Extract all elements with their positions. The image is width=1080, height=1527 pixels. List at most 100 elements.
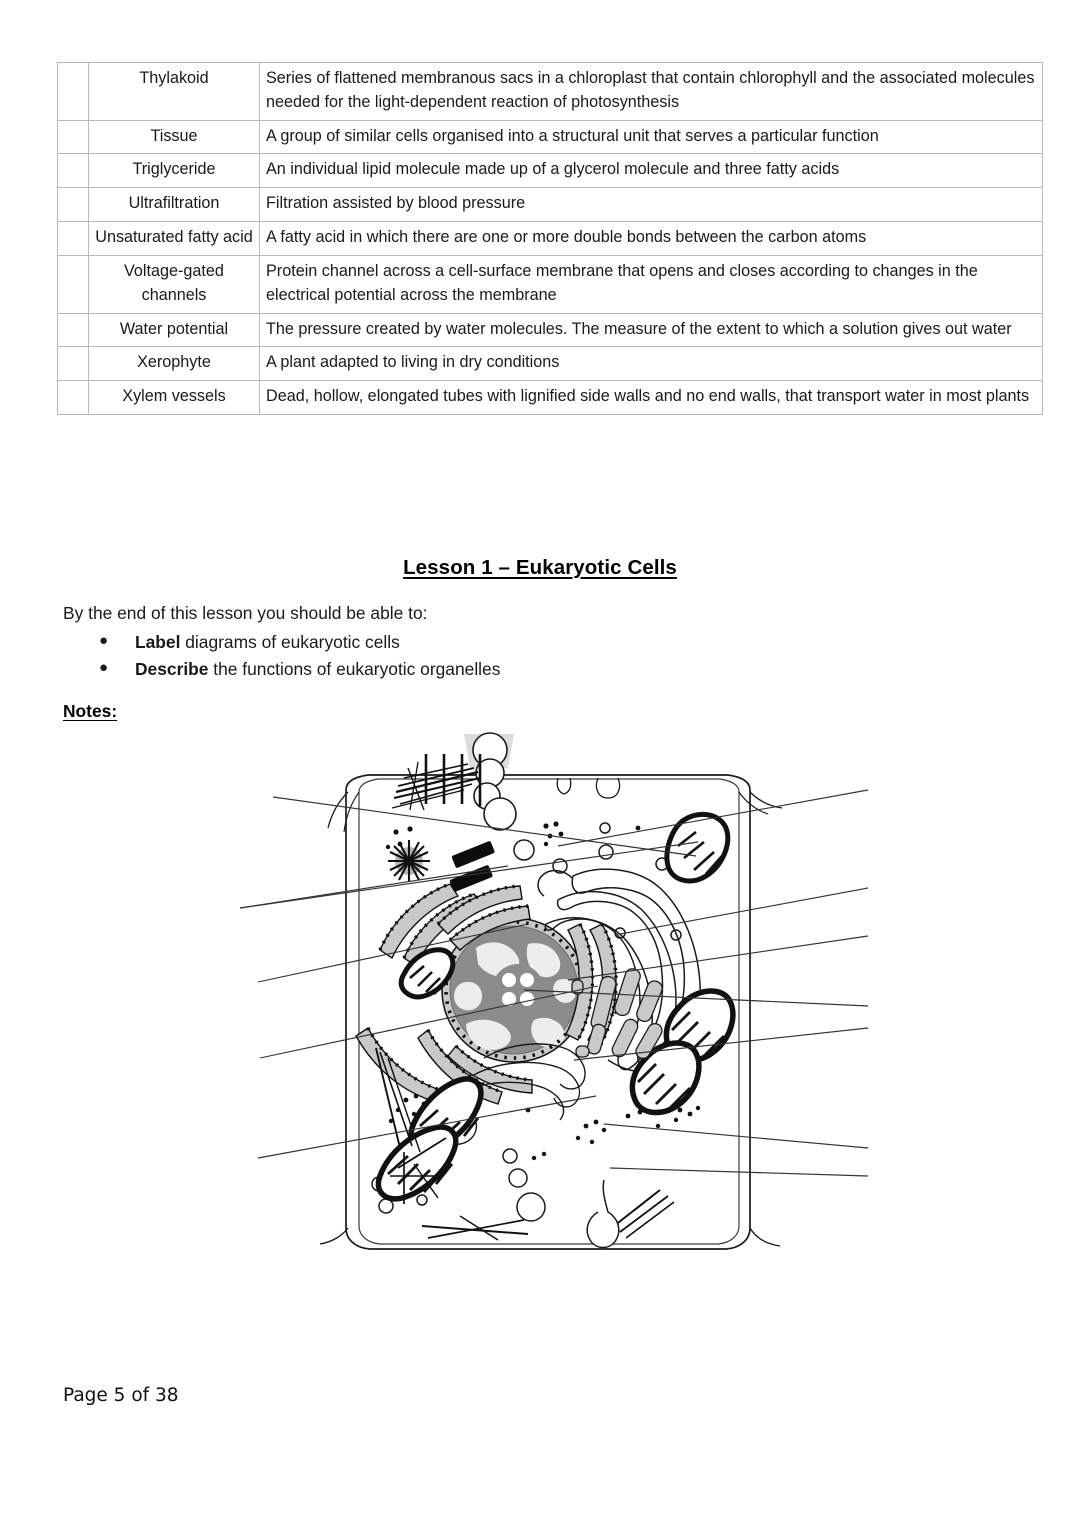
glossary-row-gutter (57, 153, 89, 189)
granule-stack-group (571, 968, 663, 1060)
membrane-fold-left-top (327, 791, 349, 829)
cell-surface-membrane-inner (358, 778, 740, 1245)
glossary-term: Thylakoid (88, 62, 260, 121)
glossary-term: Triglyceride (88, 153, 260, 189)
cytoskeleton-filaments (375, 1047, 675, 1241)
vesicle-1 (513, 839, 535, 861)
glossary-term: Water potential (88, 312, 260, 348)
page-footer: Page 5 of 38 (63, 1385, 179, 1406)
objective-verb: Describe (135, 658, 209, 679)
rer-cisterna-4 (448, 905, 531, 951)
objectives-intro: By the end of this lesson you should be … (63, 603, 428, 623)
vesicle-10 (516, 1192, 546, 1222)
golgi-cisterna-2 (471, 1061, 581, 1108)
chromatin-patch-5 (531, 1017, 565, 1048)
microtubule-bundle (391, 754, 482, 811)
chromatin-patch-6 (553, 978, 577, 1003)
leader-line-right-7 (609, 1167, 868, 1177)
objective-item: ● Describe the functions of eukaryotic or… (63, 656, 763, 683)
leader-line-right-1 (557, 789, 868, 847)
notes-label: Notes: (63, 701, 118, 721)
centriole-1 (451, 841, 495, 868)
ser-terminus-2 (537, 869, 573, 897)
objective-verb: Label (135, 632, 181, 652)
granule-5 (635, 1022, 663, 1060)
glossary-definition: An individual lipid molecule made up of … (259, 153, 1043, 189)
membrane-fold-right-top-inner (738, 791, 769, 815)
chromatin-patch-3 (454, 981, 482, 1011)
cilium-group (472, 732, 517, 831)
glossary-row-gutter (57, 346, 89, 382)
objective-item: ● Label diagrams of eukaryotic cells (63, 629, 763, 656)
bullet-icon: ● (99, 632, 109, 649)
membrane-fold-right-top (749, 791, 783, 809)
glossary-term: Unsaturated fatty acid (88, 221, 260, 256)
glossary-definition: A plant adapted to living in dry conditi… (259, 346, 1043, 382)
vesicle-3 (598, 844, 614, 860)
membrane-pit-1 (556, 777, 572, 795)
leader-line-right-4 (523, 989, 868, 1007)
granule-6 (586, 1023, 607, 1055)
lesson-title-text: Lesson 1 – Eukaryotic Cells (403, 556, 677, 579)
vesicle-14 (416, 1194, 428, 1206)
objective-text: the functions of eukaryotic organelles (208, 658, 501, 679)
leader-line-right-2 (619, 887, 868, 935)
leader-line-left-1 (272, 796, 697, 857)
eukaryotic-cell-diagram (228, 728, 868, 1308)
chromatin-patch-4 (466, 1019, 511, 1050)
glossary-term: Xerophyte (88, 346, 260, 382)
leader-line-right-6 (603, 1123, 868, 1149)
leader-line-left-5 (259, 985, 599, 1059)
glossary-row-gutter (57, 187, 89, 223)
centriole-pair (449, 841, 495, 892)
mitochondria-group (375, 811, 736, 1202)
glossary-term: Tissue (88, 119, 260, 155)
glossary-term: Xylem vessels (88, 380, 260, 415)
leader-line-right-3 (567, 935, 868, 981)
glossary-term: Ultrafiltration (88, 187, 260, 223)
bullet-icon: ● (99, 658, 109, 676)
centriole-2 (449, 865, 493, 892)
leader-line-right-5 (573, 1027, 868, 1061)
granule-3 (636, 980, 663, 1023)
centrosome-aster (388, 840, 430, 882)
glossary-row-gutter (57, 254, 89, 314)
glossary-term: Voltage-gated channels (88, 254, 260, 314)
leader-line-left-6 (257, 1095, 597, 1159)
glossary-definition: A fatty acid in which there are one or m… (259, 221, 1043, 256)
leader-line-left-3 (239, 841, 699, 909)
glossary-row-gutter (57, 119, 89, 155)
mitochondrion-1 (398, 947, 456, 1000)
nucleus-group (441, 917, 587, 1063)
glossary-row-gutter (57, 312, 89, 348)
glossary-definition: Series of flattened membranous sacs in a… (259, 62, 1043, 121)
cell-body-group (319, 732, 783, 1250)
mitochondrion-6 (629, 1040, 702, 1116)
glossary-row-gutter (57, 62, 89, 121)
cell-diagram-svg (239, 732, 868, 1250)
objectives-list: ● Label diagrams of eukaryotic cells ● Desc… (63, 629, 763, 683)
glossary-definition: Dead, hollow, elongated tubes with ligni… (259, 380, 1043, 415)
leader-lines-group (239, 789, 868, 1177)
glossary-definition: Filtration assisted by blood pressure (259, 187, 1043, 223)
glossary-row-gutter (57, 221, 89, 256)
glossary-definition: A group of similar cells organised into … (259, 119, 1043, 155)
vesicle-8 (502, 1148, 518, 1164)
vesicle-9 (508, 1168, 528, 1188)
objective-text: diagrams of eukaryotic cells (180, 632, 400, 652)
golgi-cisterna-1 (483, 1043, 586, 1090)
leader-line-left-4 (257, 923, 529, 983)
mitochondrion-4 (664, 811, 731, 884)
nucleolus-granules (502, 973, 534, 1006)
membrane-fold-left-top-inner (343, 791, 360, 833)
granule-2 (614, 968, 641, 1017)
glossary-definition: Protein channel across a cell-surface me… (259, 254, 1043, 314)
secretory-vesicle (586, 1179, 620, 1249)
